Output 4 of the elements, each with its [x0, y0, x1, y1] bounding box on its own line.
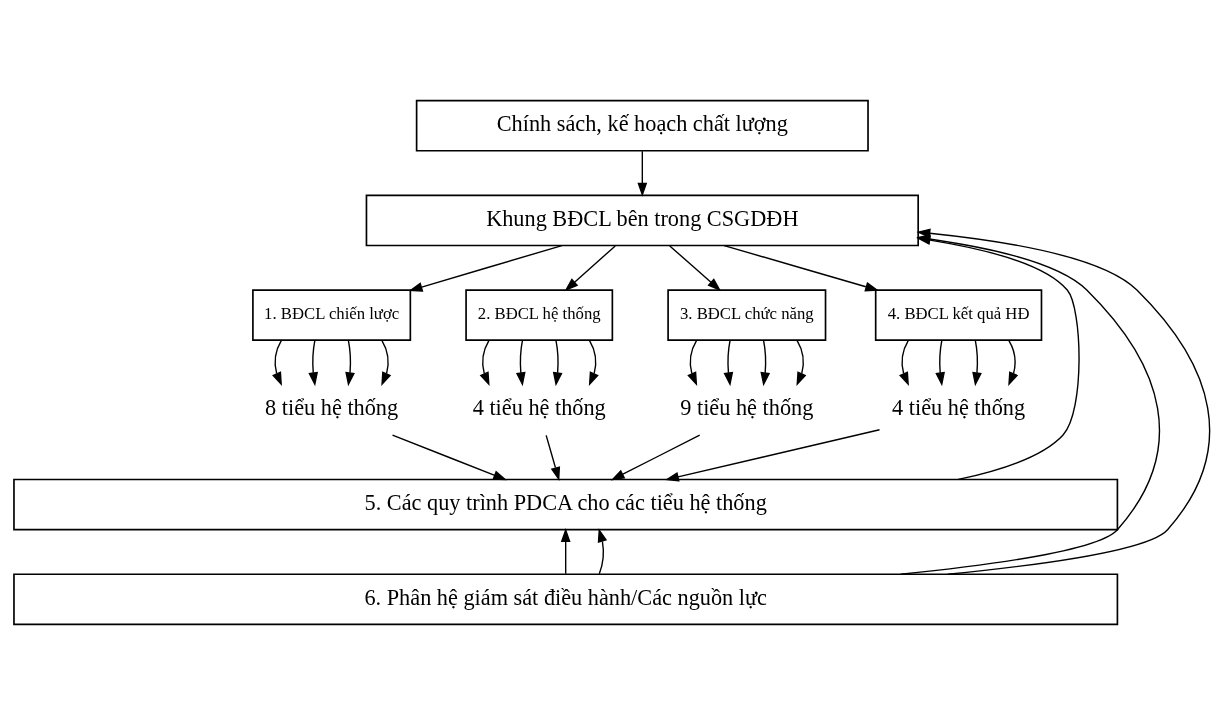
node-text: 4 tiểu hệ thống — [892, 394, 1026, 420]
node-text: 4 tiểu hệ thống — [472, 394, 606, 420]
node-text: 9 tiểu hệ thống — [680, 394, 814, 420]
node-text: 8 tiểu hệ thống — [265, 394, 399, 420]
